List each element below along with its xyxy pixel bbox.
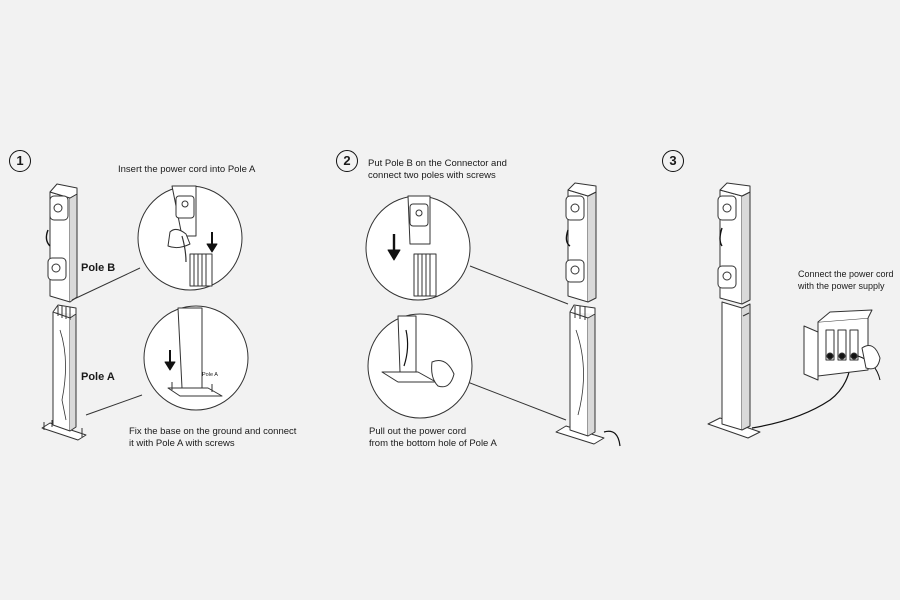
step-3-number: 3	[662, 150, 684, 172]
step1-inset-top	[137, 185, 243, 291]
step-1-caption-top: Insert the power cord into Pole A	[118, 164, 256, 175]
pole-a-label: Pole A	[81, 371, 115, 383]
step-1-caption-bottom-line2: it with Pole A with screws	[129, 438, 235, 449]
step2-inset-bottom	[367, 313, 473, 419]
step1-pole-assembly	[41, 183, 143, 441]
step-2-caption-top-line2: connect two poles with screws	[368, 170, 496, 181]
step-3-caption-line1: Connect the power cord	[798, 269, 894, 279]
step-3-caption-line2: with the power supply	[798, 281, 885, 291]
step-1-caption-bottom-line1: Fix the base on the ground and connect	[129, 426, 297, 437]
step-2-number: 2	[336, 150, 358, 172]
inset-pole-a-label: Pole A	[202, 372, 218, 378]
step3-pole-assembly	[707, 182, 851, 439]
step-2-caption-bottom-line2: from the bottom hole of Pole A	[369, 438, 497, 449]
step3-power-supply-box	[803, 309, 881, 381]
step2-inset-top	[365, 195, 471, 301]
step-2-caption-bottom-line1: Pull out the power cord	[369, 426, 467, 437]
step-1-number: 1	[9, 150, 31, 172]
step2-pole-assembly	[451, 182, 621, 447]
step-2-caption-top-line1: Put Pole B on the Connector and	[368, 158, 507, 169]
pole-b-label: Pole B	[81, 262, 116, 274]
step1-inset-bottom	[143, 305, 249, 411]
